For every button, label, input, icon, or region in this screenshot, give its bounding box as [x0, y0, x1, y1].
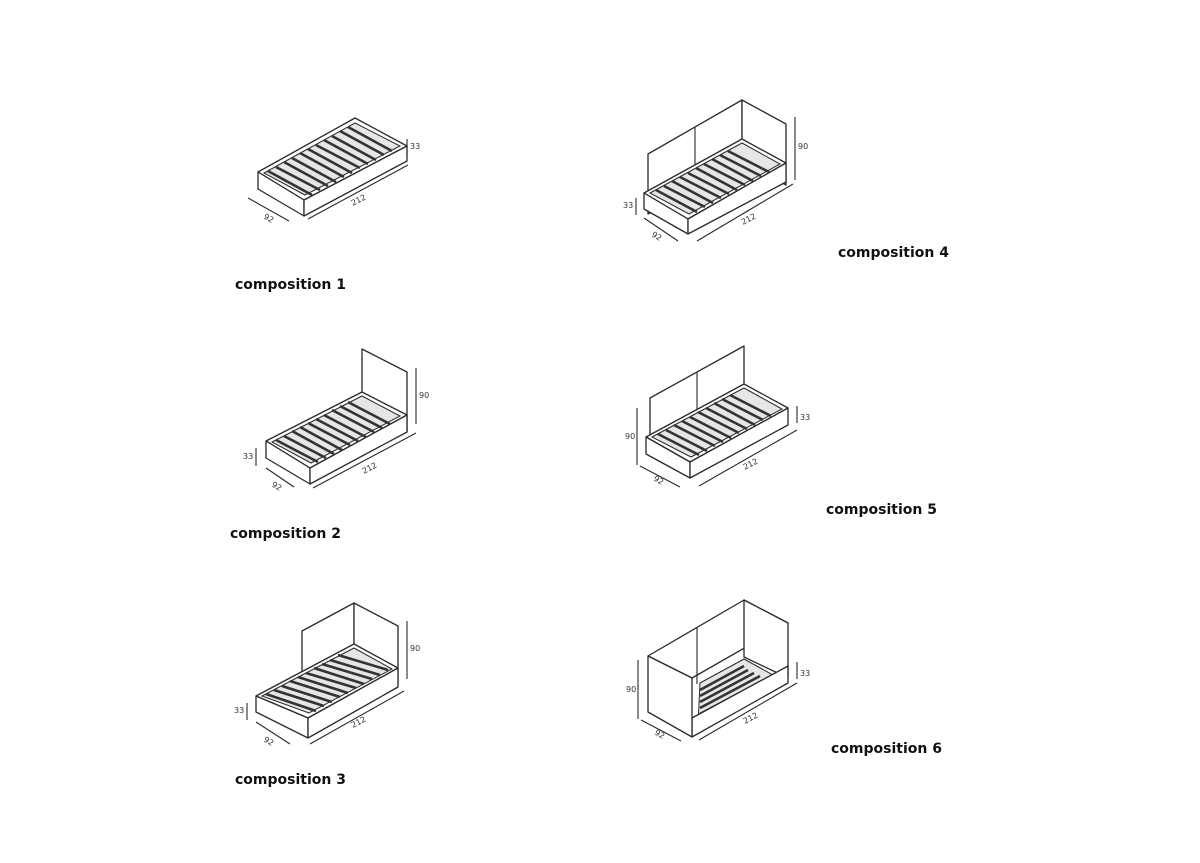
- composition-2-dimension-lines: [255, 368, 417, 489]
- composition-5-slats: [657, 393, 772, 457]
- composition-4-slats: [655, 149, 770, 214]
- composition-6-width-label: 92: [653, 728, 666, 741]
- composition-5-length-label: 212: [742, 457, 760, 472]
- composition-3-length-label: 212: [350, 715, 368, 730]
- composition-3: 33 92 212 90 composition 3: [234, 602, 420, 788]
- composition-3-slats: [265, 653, 389, 713]
- composition-5: 90 92 212 33 composition 5: [625, 345, 937, 518]
- composition-4-caption: composition 4: [838, 245, 949, 261]
- composition-6: 90 92 212 33 composition 6: [626, 599, 942, 757]
- composition-4: 33 92 212 90 composition 4: [623, 99, 949, 261]
- composition-2-width-label: 92: [270, 480, 283, 493]
- composition-4-bed: [643, 99, 787, 235]
- composition-4-dimension-lines: [635, 117, 796, 242]
- composition-1-slats: [267, 125, 393, 197]
- composition-5-bed: [645, 345, 789, 479]
- composition-4-high-height-label: 90: [798, 142, 808, 151]
- composition-2-low-height-label: 33: [243, 452, 253, 461]
- composition-1-caption: composition 1: [235, 277, 346, 293]
- composition-5-low-height-label: 33: [800, 413, 810, 422]
- composition-2-caption: composition 2: [230, 526, 341, 542]
- composition-6-length-label: 212: [742, 711, 760, 726]
- composition-3-width-label: 92: [262, 735, 275, 748]
- composition-1-dimension-lines: [247, 139, 409, 222]
- composition-6-low-height-label: 33: [800, 669, 810, 678]
- composition-2-length-label: 212: [361, 461, 379, 476]
- composition-2-slats: [275, 400, 391, 464]
- composition-5-high-height-label: 90: [625, 432, 635, 441]
- composition-4-width-label: 92: [650, 230, 663, 243]
- composition-2-bed: [265, 348, 408, 485]
- composition-3-high-height-label: 90: [410, 644, 420, 653]
- composition-3-low-height-label: 33: [234, 706, 244, 715]
- composition-6-bed: [647, 599, 789, 738]
- composition-2: 33 92 212 90 composition 2: [230, 348, 429, 542]
- composition-2-high-height-label: 90: [419, 391, 429, 400]
- composition-4-low-height-label: 33: [623, 201, 633, 210]
- composition-5-width-label: 92: [652, 474, 665, 487]
- composition-3-dimension-lines: [246, 621, 408, 745]
- composition-3-caption: composition 3: [235, 772, 346, 788]
- composition-1-width-label: 92: [262, 212, 275, 225]
- composition-3-bed: [255, 602, 399, 739]
- composition-6-high-height-label: 90: [626, 685, 636, 694]
- composition-6-dimension-lines: [637, 660, 798, 742]
- composition-1-height-label: 33: [410, 142, 420, 151]
- composition-1-bed: [257, 117, 408, 217]
- composition-6-caption: composition 6: [831, 741, 942, 757]
- composition-5-dimension-lines: [636, 406, 798, 488]
- composition-1: 92 212 33 composition 1: [235, 117, 420, 293]
- composition-5-caption: composition 5: [826, 502, 937, 518]
